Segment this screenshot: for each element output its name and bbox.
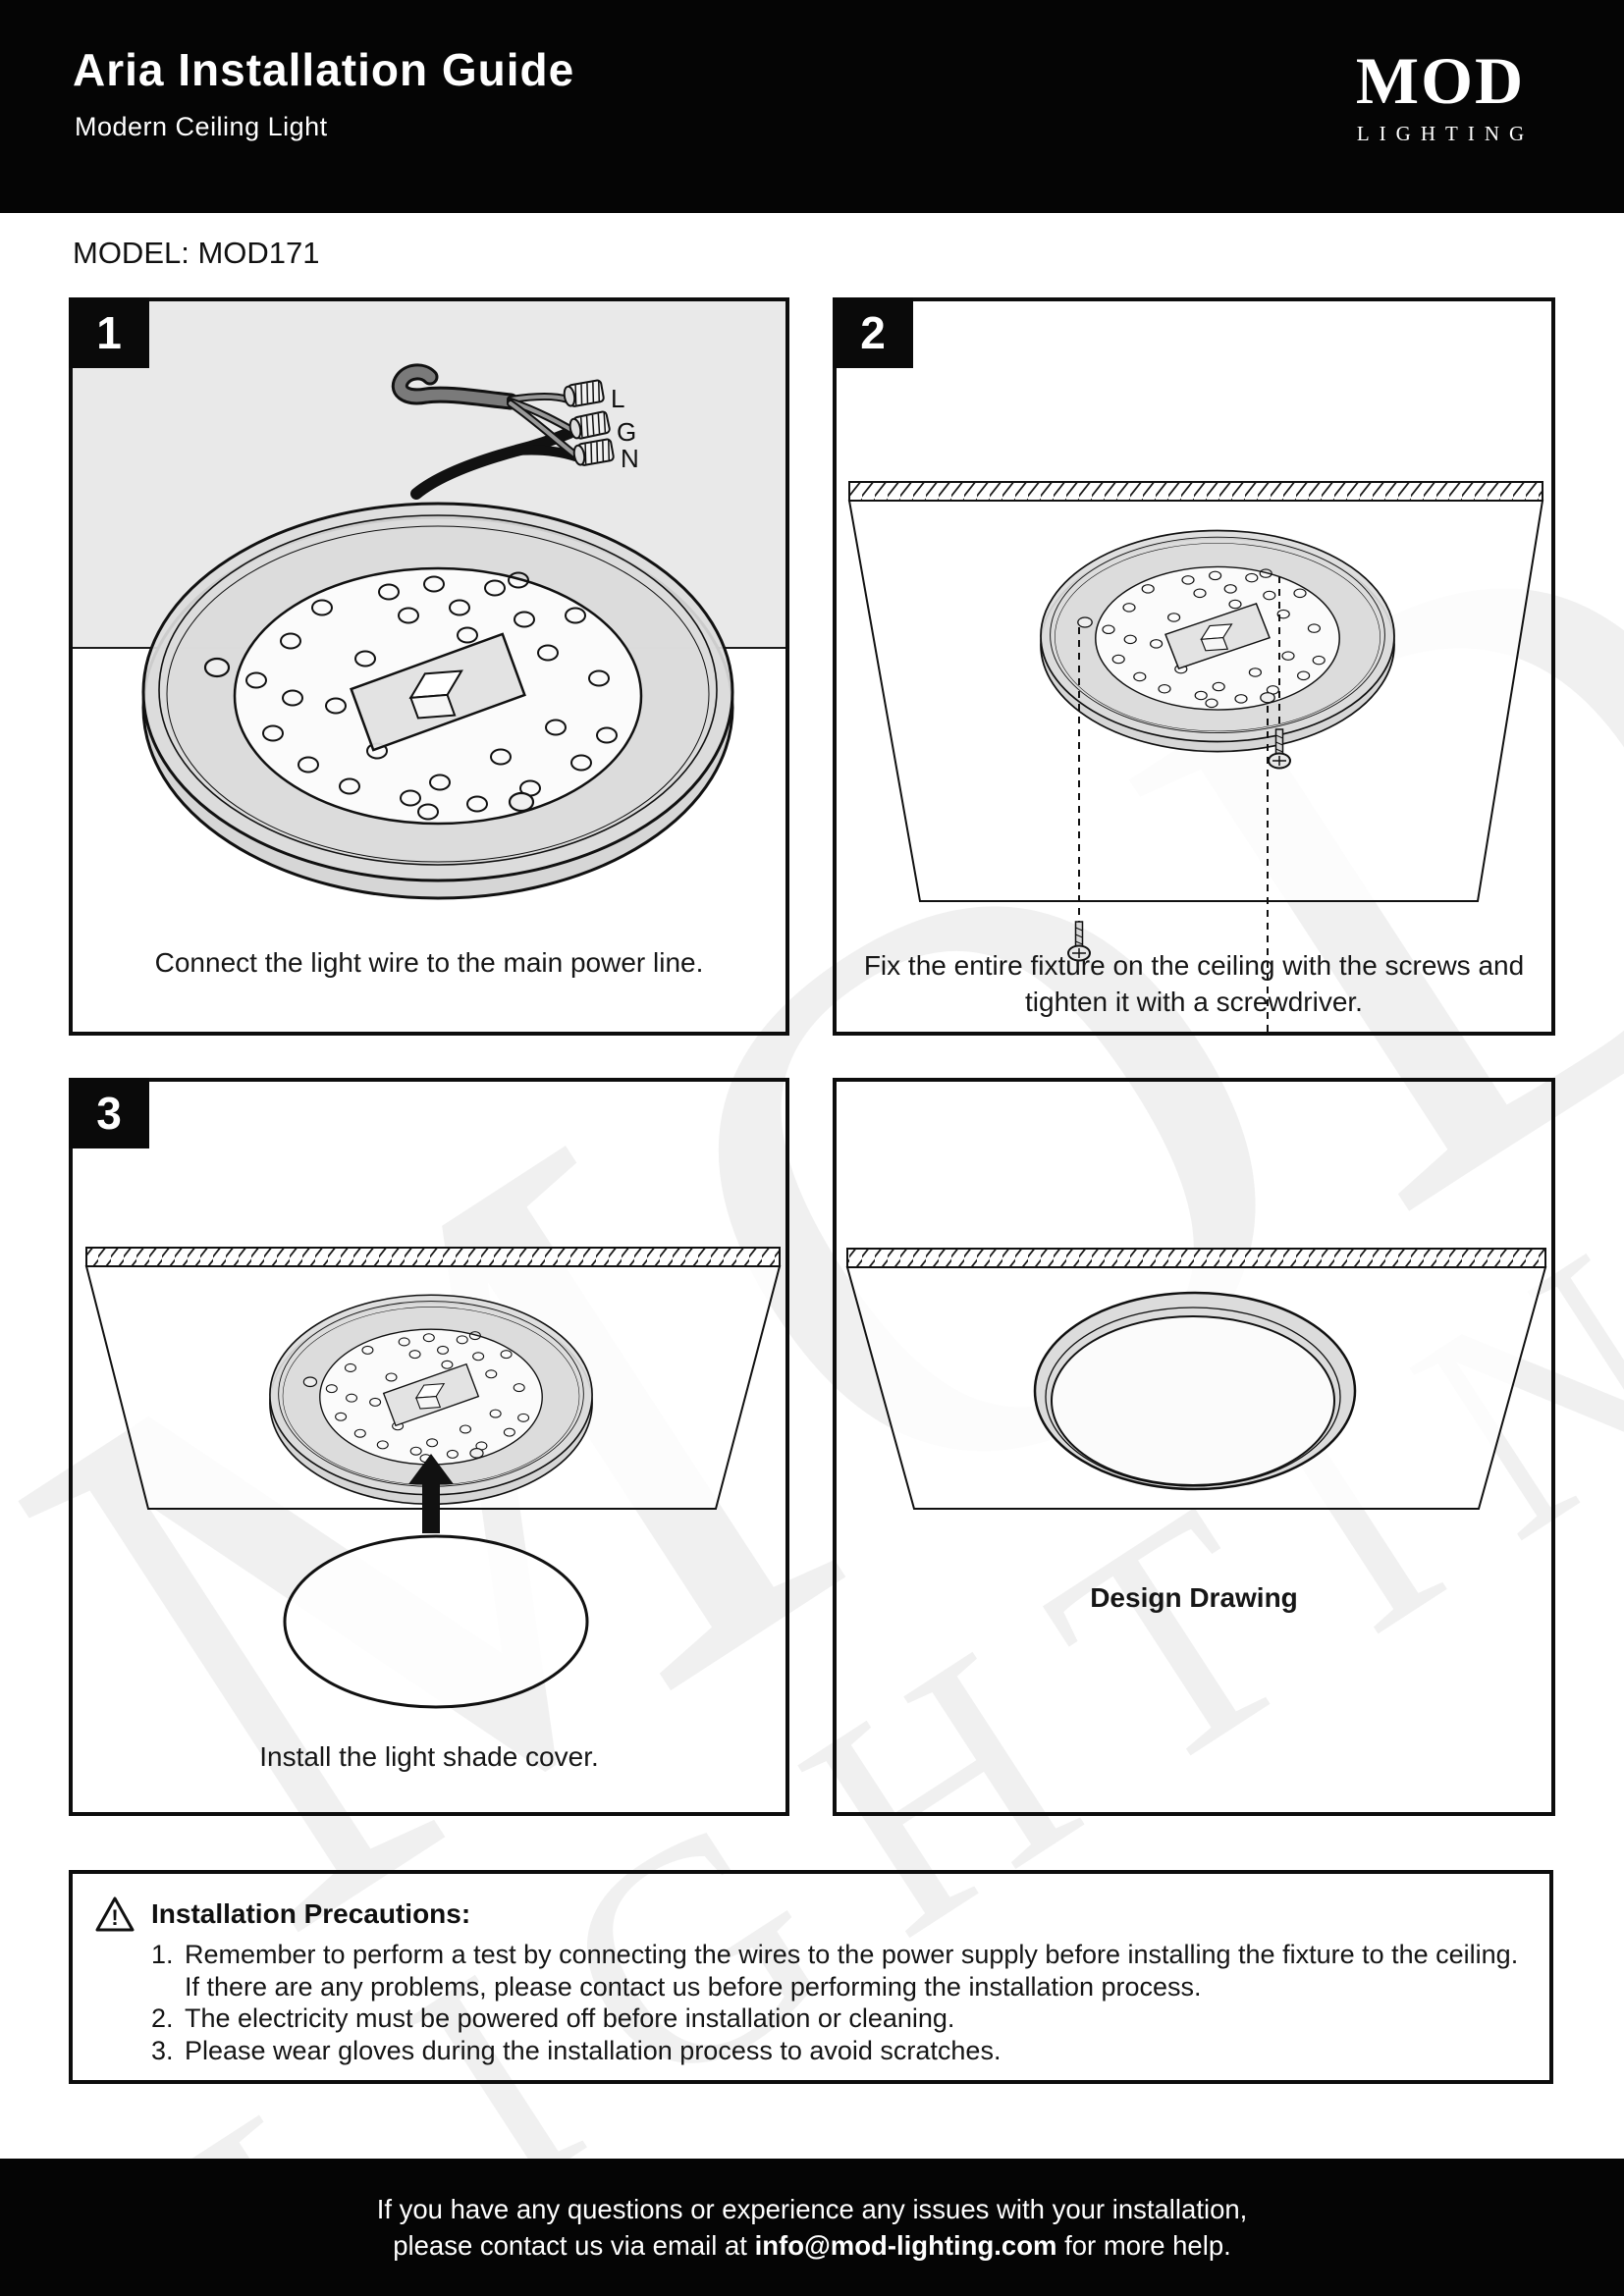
- step-1-illustration: L G N: [141, 363, 734, 900]
- design-drawing-panel: Design Drawing: [833, 1078, 1555, 1816]
- header-bar: Aria Installation Guide Modern Ceiling L…: [0, 0, 1624, 213]
- precaution-number: 2.: [151, 2003, 174, 2033]
- step-1-panel: L G N 1 Connect the light wire to the ma…: [69, 297, 789, 1036]
- wire-nut-ground: [567, 409, 612, 442]
- precautions-title: Installation Precautions:: [151, 1898, 471, 1929]
- page-subtitle: Modern Ceiling Light: [75, 112, 328, 141]
- supply-cable: [391, 363, 519, 410]
- ceiling-hatch: [848, 481, 1543, 502]
- step-2-caption-line1: Fix the entire fixture on the ceiling wi…: [863, 950, 1525, 981]
- footer-line2: please contact us via email at info@mod-…: [0, 2227, 1624, 2264]
- precaution-text: Remember to perform a test by connecting…: [185, 1939, 1549, 2002]
- mounted-fixture-drawing: [1040, 529, 1395, 753]
- step-1-number: 1: [69, 297, 149, 368]
- footer-line2-prefix: please contact us via email at: [393, 2230, 755, 2261]
- wire-label-live: L: [611, 384, 624, 413]
- step-2-number: 2: [833, 297, 913, 368]
- warning-icon: !: [95, 1896, 135, 1932]
- wire-nut-live: [562, 378, 606, 409]
- brand-logo-wordmark: MOD: [1355, 43, 1526, 118]
- precaution-text: The electricity must be powered off befo…: [185, 2002, 1549, 2035]
- shade-cover-drawing: [283, 1534, 589, 1709]
- precaution-text-line: Please wear gloves during the installati…: [185, 2035, 1001, 2065]
- contact-email: info@mod-lighting.com: [754, 2230, 1057, 2261]
- wire-label-neutral: N: [621, 444, 639, 473]
- ceiling-hatch: [85, 1247, 781, 1267]
- design-drawing-caption: Design Drawing: [1090, 1582, 1298, 1613]
- precaution-number: 3.: [151, 2035, 174, 2065]
- fixture-cable: [410, 427, 580, 500]
- precaution-text-line: Remember to perform a test by connecting…: [185, 1940, 1519, 1969]
- precaution-item: 2. The electricity must be powered off b…: [151, 2002, 1549, 2035]
- precautions-box: ! Installation Precautions: 1. Remember …: [69, 1870, 1553, 2084]
- precaution-item: 3. Please wear gloves during the install…: [151, 2035, 1549, 2067]
- step-1-caption: Connect the light wire to the main power…: [154, 947, 704, 978]
- finished-light-drawing: [1033, 1291, 1357, 1491]
- step-3-panel: 3 Install the light shade cover.: [69, 1078, 789, 1816]
- step-2-caption-line2: tighten it with a screwdriver.: [1025, 987, 1363, 1017]
- precaution-number: 1.: [151, 1940, 174, 1969]
- precautions-list: 1. Remember to perform a test by connect…: [151, 1939, 1549, 2066]
- precautions-header: ! Installation Precautions:: [94, 1896, 1549, 1933]
- step-3-illustration: [84, 1247, 782, 1709]
- precaution-text: Please wear gloves during the installati…: [185, 2035, 1549, 2067]
- footer-line2-suffix: for more help.: [1056, 2230, 1231, 2261]
- step-2-panel: 2 Fix the entire fixture on the ceiling …: [833, 297, 1555, 1036]
- wire-label-ground: G: [617, 417, 636, 447]
- brand-logo-tagline: LIGHTING: [1356, 122, 1535, 145]
- warning-glyph: !: [111, 1905, 118, 1930]
- ceiling-hatch: [846, 1248, 1546, 1268]
- screw-guide-lines: [1078, 576, 1280, 1032]
- page-title: Aria Installation Guide: [73, 44, 575, 95]
- upward-arrow-icon: [408, 1454, 454, 1533]
- wire-nut-neutral: [571, 437, 616, 468]
- step-3-caption: Install the light shade cover.: [259, 1741, 599, 1772]
- step-2-caption: Fix the entire fixture on the ceiling wi…: [837, 947, 1551, 1020]
- precaution-text-line: If there are any problems, please contac…: [185, 1971, 1202, 2002]
- footer-line1: If you have any questions or experience …: [376, 2194, 1248, 2224]
- precaution-item: 1. Remember to perform a test by connect…: [151, 1939, 1549, 2002]
- ceiling-fixture-drawing: [141, 502, 734, 900]
- step-2-illustration: [847, 481, 1544, 1032]
- precaution-text-line: The electricity must be powered off befo…: [185, 2003, 955, 2033]
- model-number: MODEL: MOD171: [73, 236, 320, 270]
- design-drawing-illustration: [845, 1248, 1547, 1510]
- step-3-number: 3: [69, 1078, 149, 1148]
- brand-logo: MOD LIGHTING: [1318, 47, 1563, 146]
- footer-bar: If you have any questions or experience …: [0, 2159, 1624, 2296]
